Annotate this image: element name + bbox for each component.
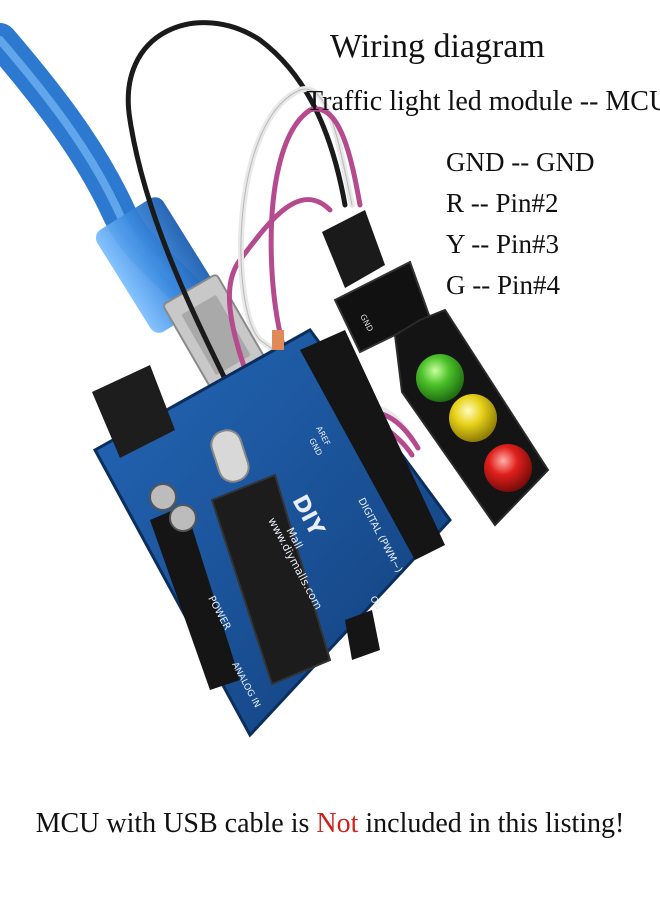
mcu-board: DIY Mall www.diymalls.com DIGITAL (PWM~)… xyxy=(92,328,452,738)
page-title: Wiring diagram xyxy=(330,28,545,65)
dupont-connector xyxy=(322,210,385,288)
power-jack xyxy=(92,365,175,458)
crystal xyxy=(210,429,250,483)
red-led xyxy=(484,444,532,492)
page-subtitle: Traffic light led module -- MCU xyxy=(306,86,660,117)
icsp-header xyxy=(345,610,380,660)
disclaimer-prefix: MCU with USB cable is xyxy=(35,808,317,839)
board-on-label: ON xyxy=(367,595,382,612)
reset-button xyxy=(272,330,284,350)
pin-mapping-green: G -- Pin#4 xyxy=(446,270,560,300)
usb-cable xyxy=(0,23,271,400)
disclaimer-accent: Not xyxy=(316,808,359,839)
disclaimer-suffix: included in this listing! xyxy=(358,808,625,839)
disclaimer-note: MCU with USB cable is Not included in th… xyxy=(0,808,660,840)
capacitor xyxy=(169,504,197,532)
yellow-led xyxy=(449,394,497,442)
power-header xyxy=(150,505,240,690)
pin-mapping-red: R -- Pin#2 xyxy=(446,188,559,218)
pin-mapping-gnd: GND -- GND xyxy=(446,147,595,177)
pin-mapping-list: GND -- GND R -- Pin#2 Y -- Pin#3 G -- Pi… xyxy=(446,142,594,306)
digital-header xyxy=(300,330,445,560)
green-led xyxy=(416,354,464,402)
atmega-chip xyxy=(210,473,332,686)
pin-mapping-yellow: Y -- Pin#3 xyxy=(446,229,559,259)
capacitor xyxy=(149,483,177,511)
traffic-light-module: GND xyxy=(322,210,550,527)
